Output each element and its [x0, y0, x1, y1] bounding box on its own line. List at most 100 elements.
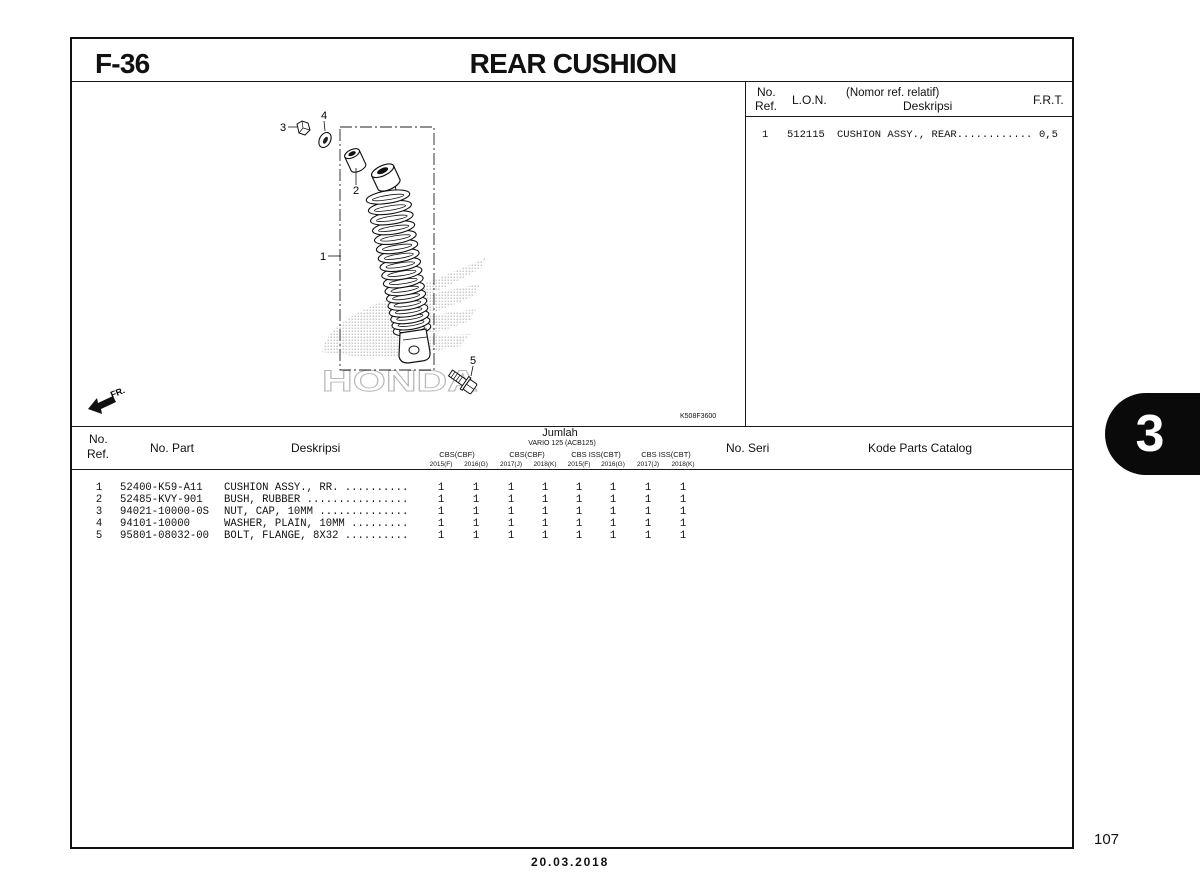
section-tab: 3 [1105, 393, 1200, 475]
lon-header-divider [745, 116, 1072, 117]
parts-header-year: 2015(F) [429, 461, 453, 468]
parts-header-no: No. [89, 432, 108, 446]
parts-header-year: 2016(G) [601, 461, 625, 468]
parts-header-model: VARIO 125 (ACB125) [528, 440, 596, 447]
parts-row-quantity: 1 [609, 506, 617, 518]
parts-row-quantity: 1 [679, 494, 687, 506]
parts-row-description: CUSHION ASSY., RR. .......... [224, 482, 409, 494]
parts-row-part-no: 94021-10000-0S [120, 506, 210, 518]
lon-header-desc-line2: Deskripsi [903, 99, 953, 113]
front-label: FR. [109, 385, 126, 400]
callout-leaders [288, 120, 474, 377]
parts-row-quantity: 1 [472, 482, 480, 494]
exploded-diagram: HONDA [88, 110, 486, 414]
parts-header-year: 2016(G) [464, 461, 488, 468]
parts-row-quantity: 1 [472, 530, 480, 542]
shock-absorber-part [365, 163, 432, 364]
parts-row-quantity: 1 [507, 482, 515, 494]
parts-row-quantity: 1 [541, 530, 549, 542]
parts-header-part-no: No. Part [150, 441, 195, 455]
lon-header-lon: L.O.N. [792, 93, 827, 107]
parts-row-quantity: 1 [679, 506, 687, 518]
lon-header-desc-line1: (Nomor ref. relatif) [846, 87, 940, 99]
parts-row-description: BUSH, RUBBER ................ [224, 494, 409, 506]
spring-coil [365, 189, 411, 205]
parts-row-quantity: 1 [437, 506, 445, 518]
parts-row-quantity: 1 [472, 518, 480, 530]
callout-1: 1 [320, 251, 326, 263]
shock-top-mount [370, 163, 401, 192]
parts-row-quantity: 1 [575, 494, 583, 506]
parts-row-quantity: 1 [609, 494, 617, 506]
front-arrow-icon [88, 396, 116, 414]
parts-row-quantity: 1 [575, 530, 583, 542]
parts-row-quantity: 1 [609, 518, 617, 530]
lon-header-ref: Ref. [755, 99, 778, 113]
parts-row-quantity: 1 [507, 506, 515, 518]
parts-row-ref: 2 [95, 494, 103, 506]
parts-row-quantity: 1 [575, 506, 583, 518]
washer-part [318, 131, 332, 149]
page-frame [70, 37, 1074, 849]
parts-row-quantity: 1 [609, 482, 617, 494]
parts-row-quantity: 1 [472, 506, 480, 518]
parts-row-part-no: 94101-10000 [120, 518, 190, 530]
parts-row-quantity: 1 [507, 494, 515, 506]
drawing-code: K508F3600 [680, 413, 717, 420]
callout-4: 4 [321, 110, 327, 122]
parts-row-quantity: 1 [472, 494, 480, 506]
lon-row-code: 512115 [787, 129, 825, 141]
parts-header-ref: Ref. [87, 447, 110, 461]
parts-row-quantity: 1 [541, 482, 549, 494]
parts-row-quantity: 1 [437, 518, 445, 530]
parts-row-quantity: 1 [644, 506, 652, 518]
parts-header-description: Deskripsi [291, 441, 341, 455]
parts-row-description: BOLT, FLANGE, 8X32 .......... [224, 530, 409, 542]
parts-row-quantity: 1 [437, 482, 445, 494]
lon-header-no: No. [757, 85, 776, 99]
parts-row-part-no: 95801-08032-00 [120, 530, 210, 542]
parts-row-quantity: 1 [575, 518, 583, 530]
parts-row-quantity: 1 [437, 530, 445, 542]
parts-row-quantity: 1 [644, 494, 652, 506]
rubber-bush-part [344, 148, 367, 173]
parts-header-year: 2018(K) [533, 461, 557, 468]
parts-header-year: 2017(J) [636, 461, 660, 468]
parts-row-quantity: 1 [644, 530, 652, 542]
parts-header-year: 2018(K) [671, 461, 695, 468]
parts-header-variant: CBS ISS(CBT) [571, 450, 621, 459]
lon-row-frt: 0,5 [1039, 129, 1058, 141]
parts-row-quantity: 1 [575, 482, 583, 494]
parts-row-quantity: 1 [541, 518, 549, 530]
parts-row-quantity: 1 [507, 530, 515, 542]
parts-header-variant: CBS ISS(CBT) [641, 450, 691, 459]
callout-5: 5 [470, 355, 476, 367]
header-divider [72, 81, 1072, 82]
parts-row-description: WASHER, PLAIN, 10MM ......... [224, 518, 409, 530]
assembly-boundary [339, 126, 435, 371]
parts-row-ref: 4 [95, 518, 103, 530]
parts-header-bottom-divider [72, 469, 1072, 470]
parts-header-variant: CBS(CBF) [509, 450, 545, 459]
parts-row-part-no: 52400-K59-A11 [120, 482, 203, 494]
parts-row-quantity: 1 [507, 518, 515, 530]
parts-header-year: 2015(F) [567, 461, 591, 468]
page-title: REAR CUSHION [469, 48, 677, 79]
parts-row-ref: 1 [95, 482, 103, 494]
parts-row-quantity: 1 [541, 494, 549, 506]
parts-row-ref: 3 [95, 506, 103, 518]
parts-row-quantity: 1 [644, 482, 652, 494]
spring [365, 189, 432, 337]
page-number: 107 [1094, 831, 1120, 848]
parts-row-quantity: 1 [644, 518, 652, 530]
parts-header-top-divider [72, 426, 1072, 427]
callout-2: 2 [353, 185, 359, 197]
lon-row-description: CUSHION ASSY., REAR............ [837, 129, 1033, 141]
parts-row-quantity: 1 [541, 506, 549, 518]
callout-leader-5 [470, 365, 474, 377]
parts-row-description: NUT, CAP, 10MM .............. [224, 506, 409, 518]
parts-row-part-no: 52485-KVY-901 [120, 494, 203, 506]
parts-row-quantity: 1 [679, 482, 687, 494]
shock-bottom-mount [398, 328, 431, 364]
parts-row-quantity: 1 [679, 518, 687, 530]
